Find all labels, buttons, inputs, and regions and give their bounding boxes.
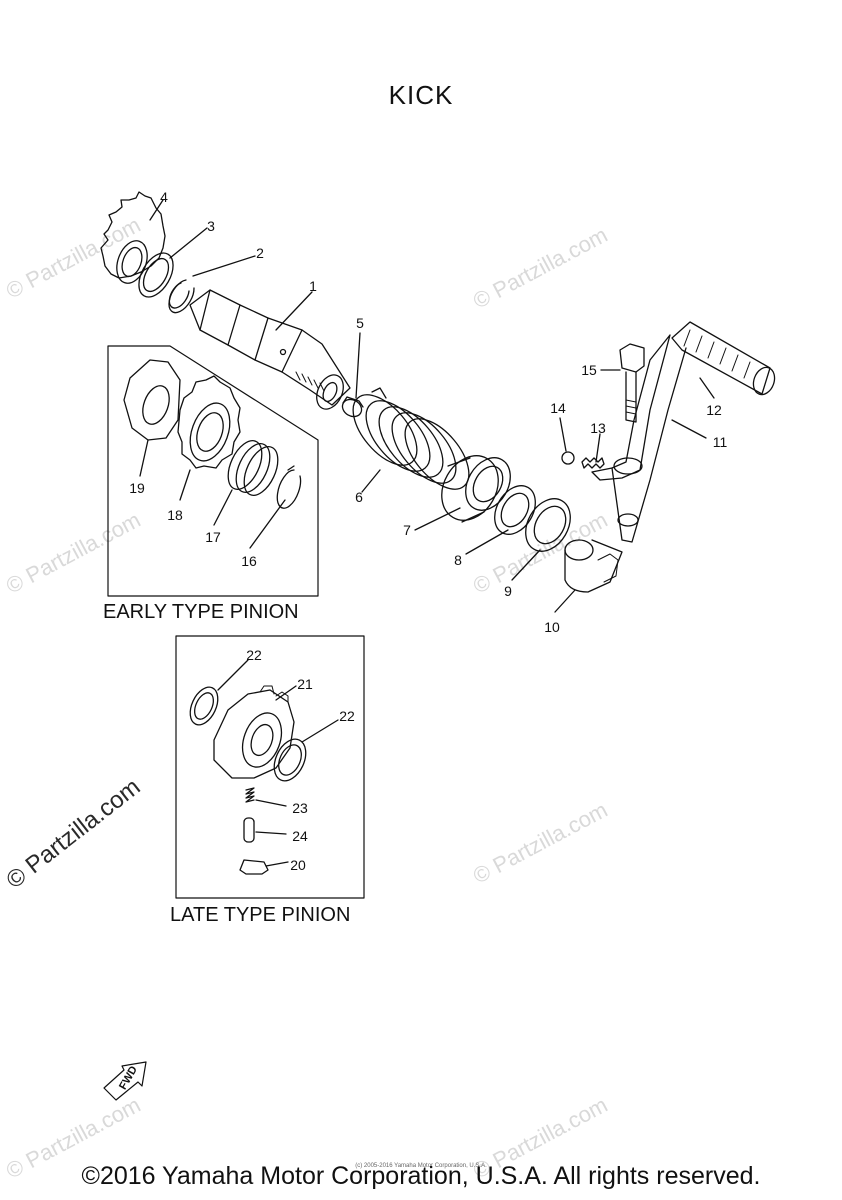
part-9-oil-seal xyxy=(525,498,571,552)
callout-3: 3 xyxy=(207,218,215,234)
callout-21: 21 xyxy=(297,676,313,692)
callout-14: 14 xyxy=(550,400,566,416)
part-14-ball xyxy=(561,451,575,465)
late-type-pinion-label: LATE TYPE PINION xyxy=(170,904,351,926)
fwd-arrow xyxy=(103,1061,147,1101)
part-24-plunger xyxy=(243,817,255,843)
part-22-washer-right xyxy=(273,738,307,782)
callout-12: 12 xyxy=(706,402,722,418)
part-4-gear xyxy=(100,191,166,284)
part-12-kick-grip xyxy=(671,321,776,396)
callout-10: 10 xyxy=(544,619,560,635)
diagram-title: KICK xyxy=(388,80,454,110)
early-type-pinion-label: EARLY TYPE PINION xyxy=(103,601,299,623)
part-13-spring xyxy=(581,457,605,469)
callout-2: 2 xyxy=(256,245,264,261)
part-7-collar xyxy=(441,455,511,523)
part-19-pinion-cam xyxy=(123,359,181,441)
part-5-pin xyxy=(341,396,364,418)
callout-20: 20 xyxy=(290,857,306,873)
callout-15: 15 xyxy=(581,362,597,378)
part-2-circlip xyxy=(168,279,195,314)
callout-11: 11 xyxy=(712,434,728,450)
part-1-kick-shaft xyxy=(189,289,351,410)
part-16-circlip xyxy=(276,465,302,509)
late-pinion-box xyxy=(175,635,365,899)
callout-16: 16 xyxy=(241,553,257,569)
part-3-washer xyxy=(138,252,174,298)
callout-17: 17 xyxy=(205,529,221,545)
part-8-washer xyxy=(494,485,536,535)
callout-9: 9 xyxy=(504,583,512,599)
part-21-pinion-gear xyxy=(213,685,295,779)
part-6-torsion-spring xyxy=(352,387,470,490)
part-15-bolt xyxy=(619,343,645,423)
part-10-kick-boss xyxy=(564,539,623,593)
part-18-pinion-gear xyxy=(177,375,241,469)
callout-1: 1 xyxy=(309,278,317,294)
callout-24: 24 xyxy=(292,828,308,844)
callout-13: 13 xyxy=(590,420,606,436)
part-17-pinion-spring xyxy=(227,440,279,496)
callout-19: 19 xyxy=(129,480,145,496)
fine-print: (c) 2005-2016 Yamaha Motor Corporation, … xyxy=(355,1163,487,1169)
callout-4: 4 xyxy=(160,189,168,205)
callout-18: 18 xyxy=(167,507,183,523)
callout-5: 5 xyxy=(356,315,364,331)
callout-8: 8 xyxy=(454,552,462,568)
early-pinion-box xyxy=(107,345,319,597)
copyright-footer: ©2016 Yamaha Motor Corporation, U.S.A. A… xyxy=(81,1162,761,1190)
part-23-spring xyxy=(245,787,255,803)
part-11-kick-arm xyxy=(591,334,687,543)
callout-6: 6 xyxy=(355,489,363,505)
callout-7: 7 xyxy=(403,522,411,538)
callout-22: 22 xyxy=(246,647,262,663)
callout-22-right: 22 xyxy=(339,708,355,724)
callout-23: 23 xyxy=(292,800,308,816)
part-22-washer xyxy=(189,686,219,726)
part-20-stopper xyxy=(239,859,269,875)
